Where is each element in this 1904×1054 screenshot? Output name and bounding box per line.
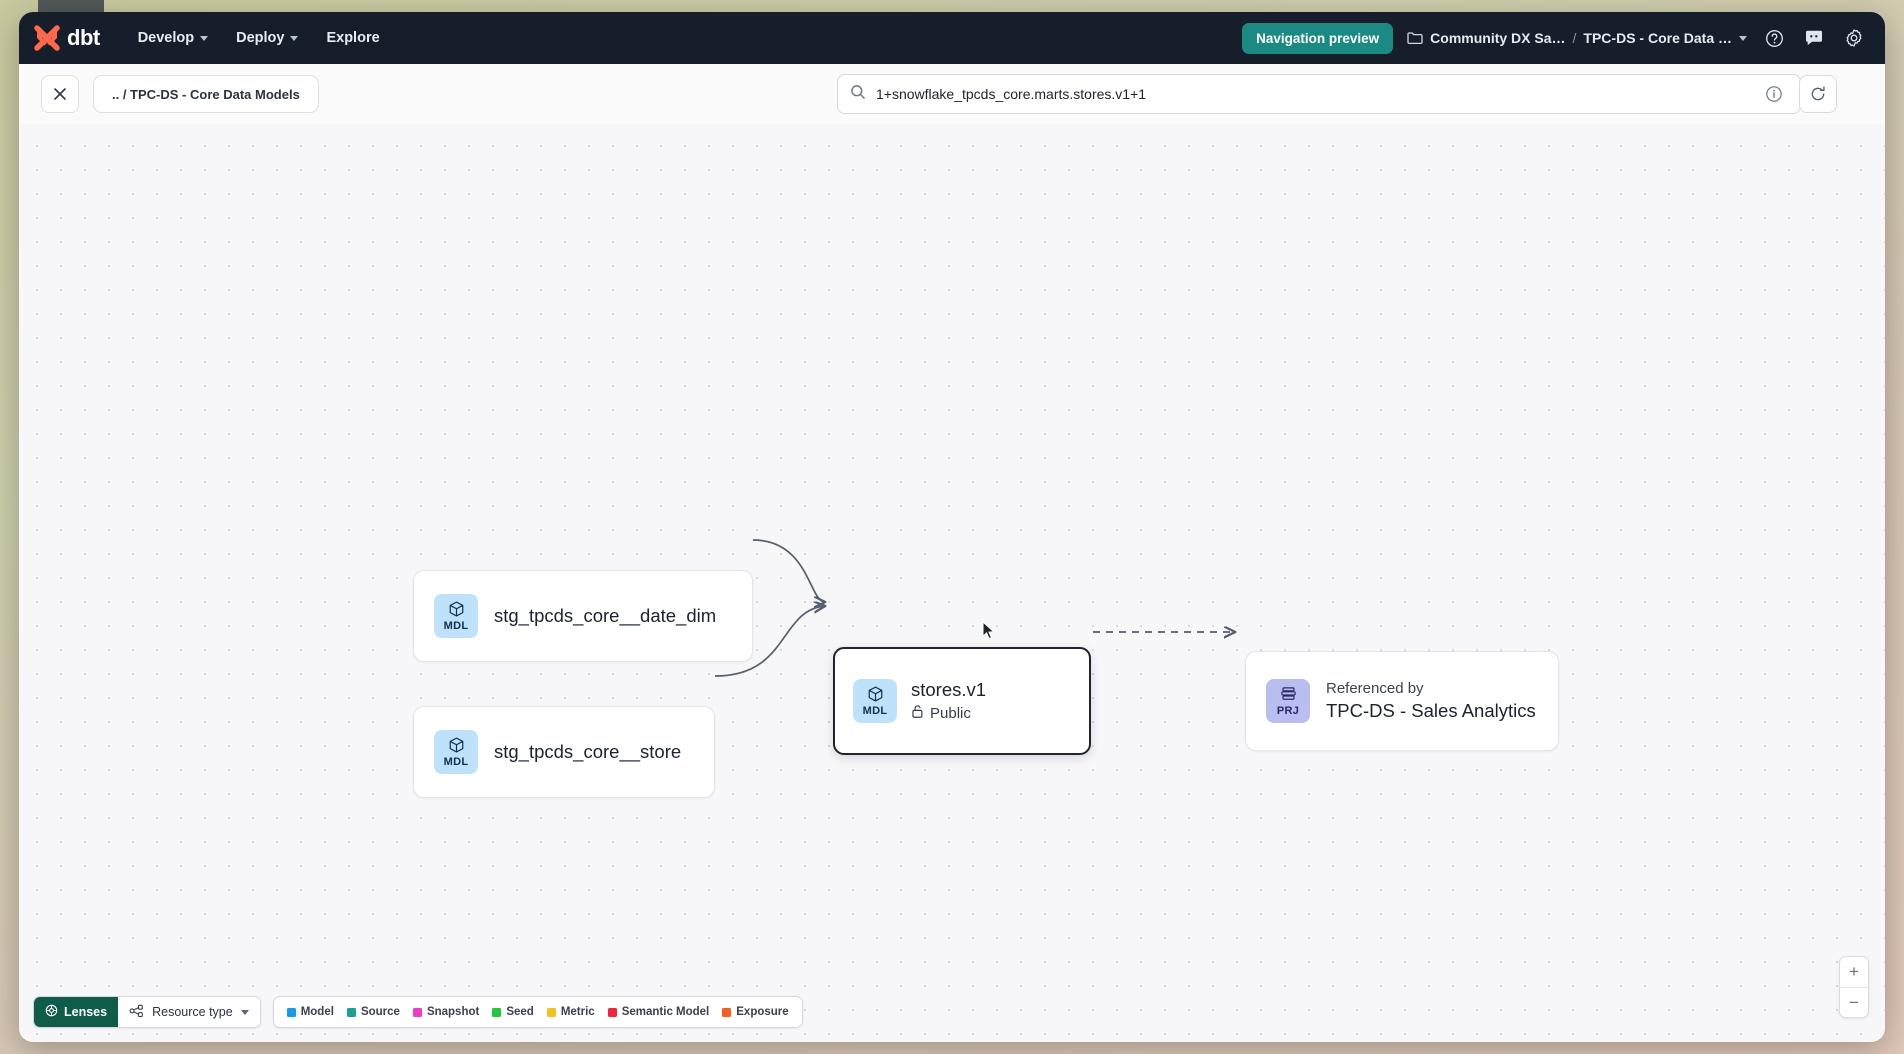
legend-swatch: [346, 1007, 356, 1017]
legend-swatch: [607, 1007, 617, 1017]
node-kicker: Referenced by: [1326, 680, 1424, 697]
legend-item-exposure: Exposure: [722, 1006, 789, 1018]
primary-nav: Develop Deploy Explore: [126, 23, 392, 53]
zoom-controls: + −: [1839, 956, 1869, 1018]
cube-icon: [868, 686, 882, 702]
chevron-down-icon: [240, 1009, 249, 1015]
lineage-node-store[interactable]: MDL stg_tpcds_core__store: [413, 706, 715, 798]
node-badge-prj: PRJ: [1266, 679, 1310, 723]
node-title: stg_tpcds_core__store: [494, 741, 682, 762]
graph-nodes-icon: [129, 1004, 144, 1021]
cube-icon: [449, 601, 463, 617]
chat-bubble-icon[interactable]: [1801, 25, 1827, 51]
legend-item-semantic-model: Semantic Model: [607, 1006, 710, 1018]
mouse-cursor: [982, 620, 996, 641]
node-access-label: Public: [930, 705, 971, 722]
breadcrumb-separator: /: [1572, 30, 1577, 46]
lens-control-group: Lenses Resource type: [33, 996, 261, 1028]
search-input[interactable]: [876, 86, 1788, 102]
navigation-preview-button[interactable]: Navigation preview: [1242, 22, 1394, 54]
browser-window: dbt Develop Deploy Explore Navigation pr…: [19, 12, 1885, 1042]
nav-item-deploy[interactable]: Deploy: [224, 23, 310, 53]
unlock-icon: [911, 704, 924, 723]
legend-swatch: [546, 1007, 556, 1017]
legend-label: Exposure: [736, 1006, 789, 1018]
nav-item-develop[interactable]: Develop: [126, 23, 220, 53]
chevron-down-icon: [200, 35, 209, 41]
lineage-node-sales-analytics[interactable]: PRJ Referenced by TPC-DS - Sales Analyti…: [1245, 651, 1559, 751]
legend-label: Metric: [560, 1006, 595, 1018]
chevron-down-icon[interactable]: [1739, 35, 1747, 41]
resource-type-label: Resource type: [152, 1005, 233, 1019]
legend-label: Model: [300, 1006, 334, 1018]
layers-icon: [1280, 687, 1296, 700]
node-badge-label: PRJ: [1276, 705, 1300, 717]
legend-label: Semantic Model: [621, 1006, 710, 1018]
search-area: [837, 74, 1837, 114]
lenses-button[interactable]: Lenses: [34, 997, 119, 1027]
node-badge-label: MDL: [443, 756, 469, 768]
dbt-logo-icon: [33, 25, 61, 51]
lineage-toolbar: .. / TPC-DS - Core Data Models: [19, 64, 1885, 124]
nav-item-develop-label: Develop: [137, 30, 195, 46]
lineage-edges: [714, 539, 1885, 677]
close-icon[interactable]: [41, 75, 79, 113]
legend-swatch: [722, 1007, 732, 1017]
lenses-label: Lenses: [64, 1005, 108, 1019]
folder-icon: [1407, 31, 1423, 45]
legend-swatch: [492, 1007, 502, 1017]
brand-name: dbt: [67, 25, 100, 50]
zoom-in-button[interactable]: +: [1849, 962, 1859, 981]
node-title: stg_tpcds_core__date_dim: [494, 605, 717, 626]
legend-item-source: Source: [346, 1006, 400, 1018]
zoom-out-button[interactable]: −: [1840, 987, 1868, 1017]
gear-icon[interactable]: [1841, 25, 1867, 51]
lens-icon: [45, 1004, 58, 1020]
breadcrumb-pill[interactable]: .. / TPC-DS - Core Data Models: [93, 75, 319, 113]
chevron-down-icon: [290, 35, 299, 41]
refresh-icon[interactable]: [1799, 75, 1837, 113]
lineage-node-stores-v1[interactable]: MDL stores.v1 Public: [833, 647, 1091, 755]
node-text-stack: stores.v1 Public: [911, 679, 986, 723]
node-title: TPC-DS - Sales Analytics: [1326, 700, 1536, 721]
node-text-stack: Referenced by TPC-DS - Sales Analytics: [1326, 680, 1536, 722]
node-badge-mdl: MDL: [853, 679, 897, 723]
resource-type-dropdown[interactable]: Resource type: [118, 997, 260, 1027]
dbt-logo[interactable]: dbt: [33, 25, 100, 51]
nav-item-explore-label: Explore: [326, 30, 380, 46]
search-icon: [850, 84, 866, 105]
cube-icon: [449, 737, 463, 753]
legend-label: Snapshot: [426, 1006, 480, 1018]
search-box[interactable]: [837, 74, 1801, 114]
node-badge-label: MDL: [443, 620, 469, 632]
legend-label: Seed: [506, 1006, 534, 1018]
lineage-node-date-dim[interactable]: MDL stg_tpcds_core__date_dim: [413, 570, 753, 662]
nav-item-explore[interactable]: Explore: [314, 23, 391, 53]
question-circle-icon[interactable]: [1761, 25, 1787, 51]
legend-item-snapshot: Snapshot: [412, 1006, 480, 1018]
legend-item-model: Model: [286, 1006, 334, 1018]
lineage-canvas[interactable]: MDL stg_tpcds_core__date_dim MDL stg_tpc…: [19, 124, 1885, 1042]
top-navigation-bar: dbt Develop Deploy Explore Navigation pr…: [19, 12, 1885, 64]
legend-label: Source: [360, 1006, 400, 1018]
nav-item-deploy-label: Deploy: [236, 30, 285, 46]
legend-item-seed: Seed: [492, 1006, 534, 1018]
node-badge-mdl: MDL: [434, 594, 478, 638]
breadcrumb-project[interactable]: TPC-DS - Core Data …: [1583, 30, 1732, 46]
node-badge-mdl: MDL: [434, 730, 478, 774]
node-access-row: Public: [911, 704, 986, 723]
resource-type-legend: Model Source Snapshot Seed: [272, 996, 803, 1028]
top-nav-right-group: Navigation preview Community DX Sa… / TP…: [1242, 22, 1867, 54]
info-circle-icon[interactable]: [1759, 75, 1789, 113]
legend-swatch: [412, 1007, 422, 1017]
node-title: stores.v1: [911, 679, 987, 700]
canvas-bottom-toolbar: Lenses Resource type: [33, 996, 803, 1028]
node-badge-label: MDL: [862, 705, 888, 717]
breadcrumb: Community DX Sa… / TPC-DS - Core Data …: [1407, 30, 1747, 46]
legend-item-metric: Metric: [546, 1006, 595, 1018]
breadcrumb-account[interactable]: Community DX Sa…: [1430, 30, 1566, 46]
legend-swatch: [286, 1007, 296, 1017]
